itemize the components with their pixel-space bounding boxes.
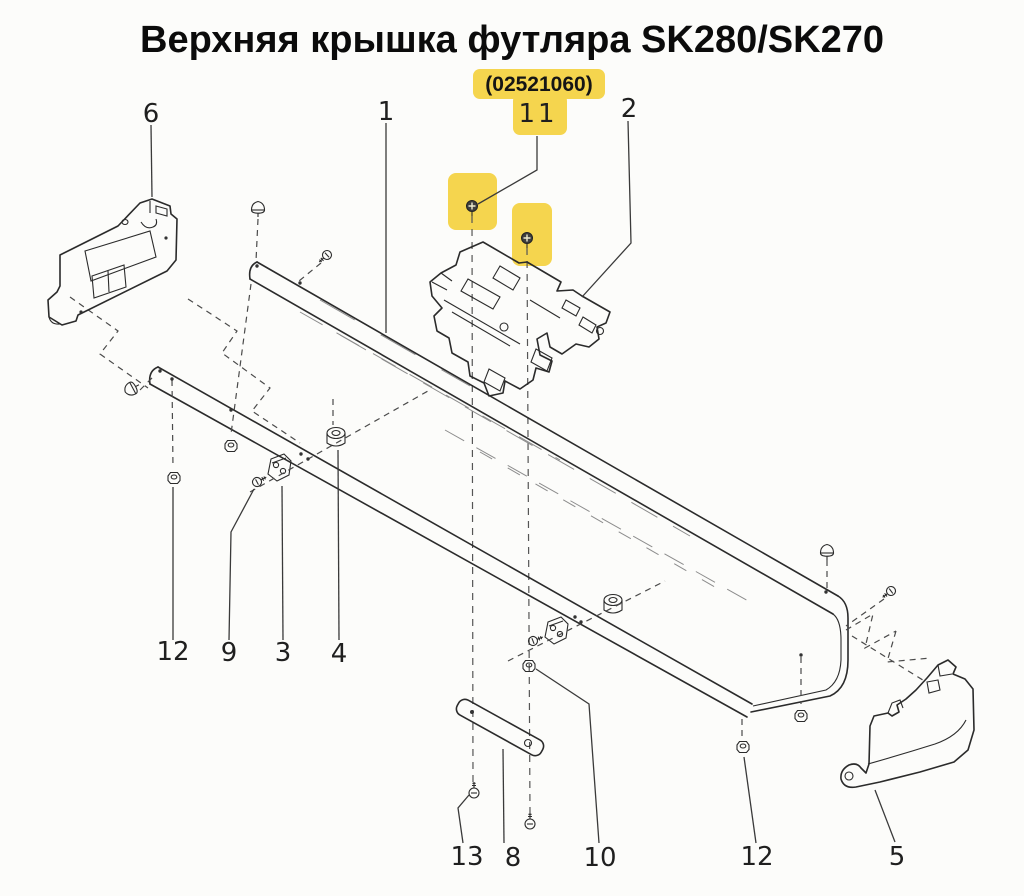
callout-3: 3	[275, 638, 292, 668]
handle-part-5	[840, 659, 975, 789]
callout-9: 9	[221, 638, 238, 668]
latch-plate-assembly-part-2	[429, 241, 611, 397]
corner-bracket-part-6	[47, 198, 178, 326]
callout-12-right: 12	[740, 842, 773, 872]
callout-numbers: 6 1 11 2 12 9 3 4 13 8 10 12 5	[143, 94, 906, 873]
projection-lines-short	[139, 218, 927, 738]
callout-1: 1	[378, 97, 395, 127]
callout-4: 4	[331, 639, 348, 669]
retainer-plate-part-8	[455, 698, 545, 757]
highlight-screw-right	[512, 203, 552, 266]
callout-13: 13	[450, 842, 483, 872]
highlight-callout-tab	[513, 94, 567, 135]
projection-lines-long	[471, 215, 531, 814]
diagram-title: Верхняя крышка футляра SK280/SK270	[140, 19, 884, 61]
part-number-label[interactable]: (02521060)	[485, 73, 592, 96]
callout-5: 5	[889, 842, 906, 872]
panel-reflections	[299, 299, 758, 607]
callout-2: 2	[621, 94, 638, 124]
hole-marks	[158, 264, 828, 657]
callout-leader-lines	[150, 120, 896, 844]
part-number-highlight-box[interactable]	[473, 69, 605, 99]
callout-10: 10	[583, 843, 616, 873]
callout-6: 6	[143, 99, 160, 129]
callout-8: 8	[505, 843, 522, 873]
callout-12-left: 12	[156, 637, 189, 667]
top-cover-panel-part-1	[69, 261, 932, 718]
callout-11: 11	[518, 99, 557, 129]
highlight-annotations	[448, 69, 605, 266]
